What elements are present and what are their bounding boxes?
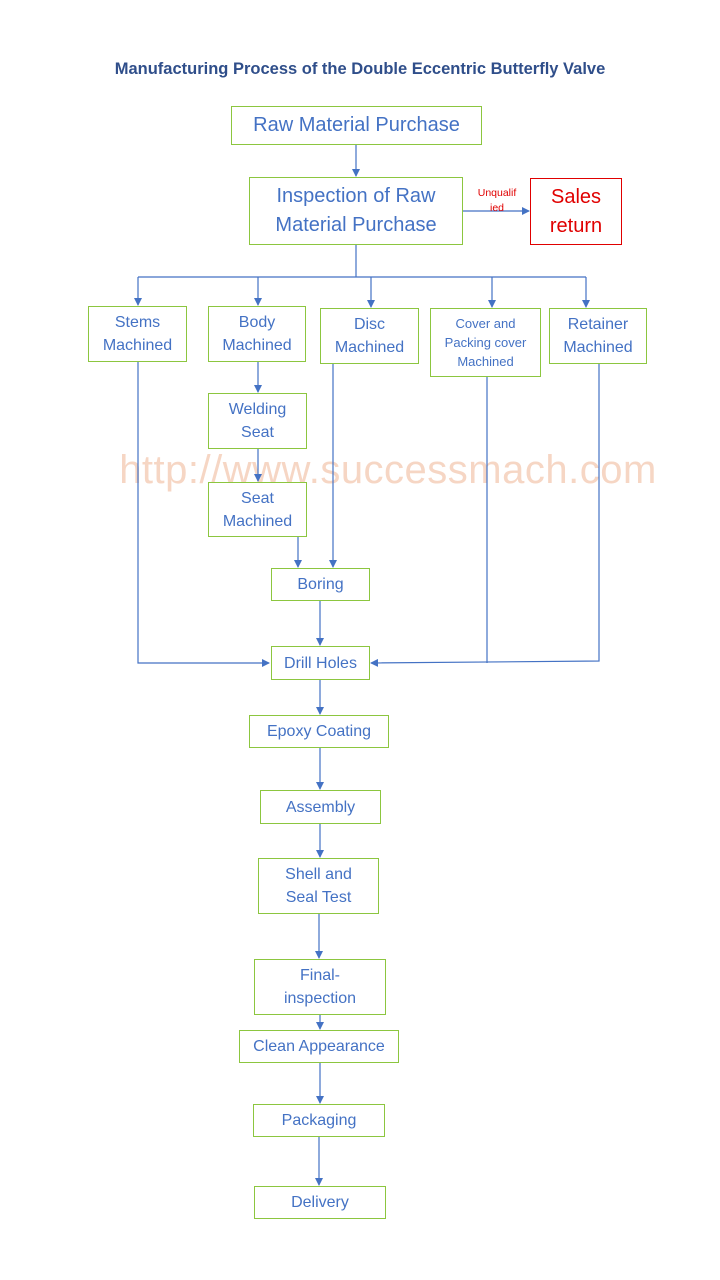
node-label: Assembly: [285, 798, 356, 816]
node-label: Boring: [297, 576, 344, 593]
node-label: Seat Machined: [222, 489, 293, 530]
unqualified-label: Unqualif ied: [477, 187, 517, 214]
node-packaging: Packaging: [253, 1104, 385, 1137]
node-label: Sales return: [549, 185, 603, 237]
node-drill-holes: Drill Holes: [271, 646, 370, 680]
node-assembly: Assembly: [260, 790, 381, 824]
node-label: Epoxy Coating: [266, 723, 372, 740]
node-sales-return: Sales return: [530, 178, 622, 245]
node-label: Final- inspection: [283, 967, 357, 1007]
edge-stems-to-drill: [137, 362, 270, 667]
node-final-inspection: Final- inspection: [254, 959, 386, 1015]
node-cover-packing-machined: Cover and Packing cover Machined: [430, 308, 541, 377]
node-label: Welding Seat: [228, 401, 287, 441]
node-stems-machined: Stems Machined: [88, 306, 187, 362]
node-label: Cover and Packing cover Machined: [444, 316, 527, 369]
diagram-title: Manufacturing Process of the Double Ecce…: [114, 60, 606, 78]
node-label: Raw Material Purchase: [253, 114, 460, 136]
node-welding-seat: Welding Seat: [208, 393, 307, 449]
node-retainer-machined: Retainer Machined: [549, 308, 647, 364]
node-label: Clean Appearance: [253, 1038, 385, 1055]
node-label: Inspection of Raw Material Purchase: [275, 185, 437, 236]
node-body-machined: Body Machined: [208, 306, 306, 362]
node-delivery: Delivery: [254, 1186, 386, 1219]
node-disc-machined: Disc Machined: [320, 308, 419, 364]
edge-retainer-to-drill: [370, 364, 600, 667]
node-label: Delivery: [291, 1194, 349, 1211]
node-seat-machined: Seat Machined: [208, 482, 307, 537]
node-label: Shell and Seal Test: [285, 866, 352, 906]
node-shell-seal-test: Shell and Seal Test: [258, 858, 379, 914]
node-label: Drill Holes: [284, 654, 357, 672]
node-label: Packaging: [281, 1112, 357, 1129]
node-boring: Boring: [271, 568, 370, 601]
node-inspection-raw-material: Inspection of Raw Material Purchase: [249, 177, 463, 245]
node-label: Retainer Machined: [563, 316, 633, 356]
node-clean-appearance: Clean Appearance: [239, 1030, 399, 1063]
node-label: Disc Machined: [334, 316, 405, 356]
node-raw-material-purchase: Raw Material Purchase: [231, 106, 482, 145]
node-label: Body Machined: [222, 314, 292, 354]
node-label: Stems Machined: [102, 314, 173, 354]
node-epoxy-coating: Epoxy Coating: [249, 715, 389, 748]
